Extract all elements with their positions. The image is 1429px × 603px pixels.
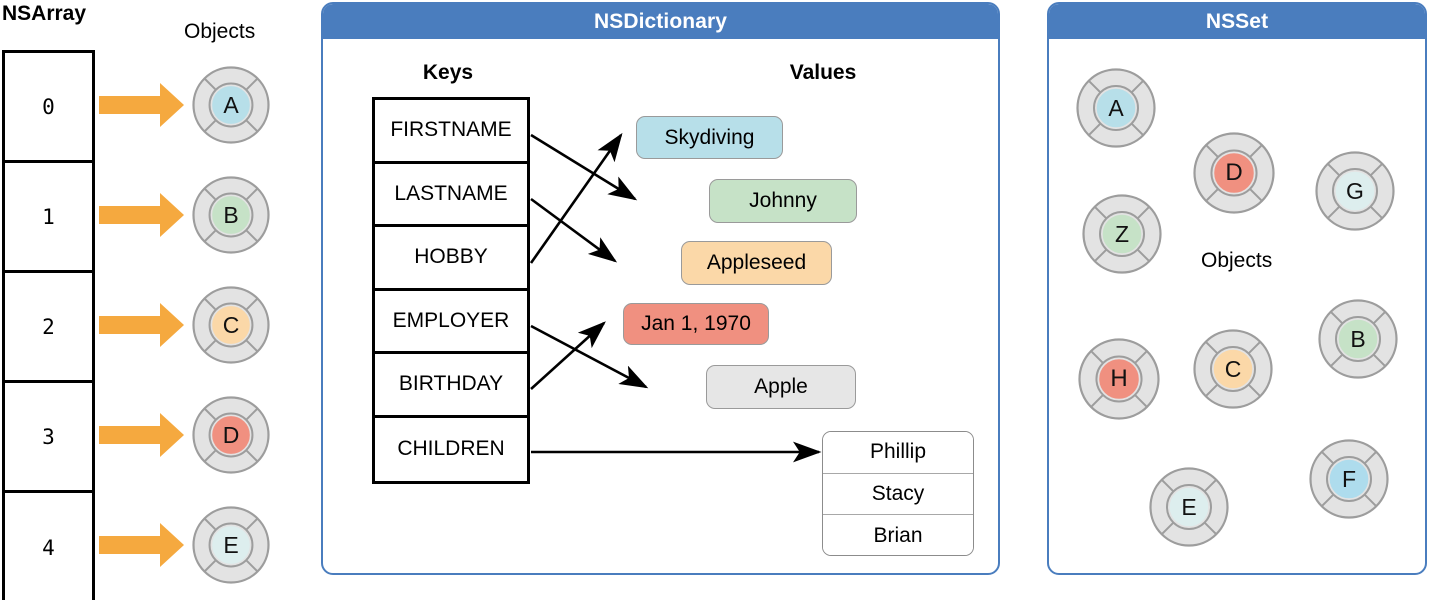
arrow-birthday-to-date [530,321,606,390]
arrow-hobby-to-skydiving [529,132,623,264]
object-icon-b: B [1318,299,1398,379]
dictionary-value-pill[interactable]: Johnny [709,179,857,223]
array-index-cell[interactable]: 1 [5,163,92,273]
object-icon-z: Z [1082,194,1162,274]
object-icon-d: D [1193,132,1275,214]
object-icon-a: A [1076,68,1156,148]
dictionary-value-pill[interactable]: Skydiving [636,116,783,159]
dictionary-key-cell[interactable]: BIRTHDAY [375,354,527,418]
array-arrow [99,523,184,567]
array-index-cell[interactable]: 4 [5,493,92,603]
array-arrow [99,83,184,127]
dictionary-key-cell[interactable]: CHILDREN [375,417,527,481]
object-icon-c: C [192,286,270,364]
nsset-header: NSSet [1049,4,1425,39]
array-index-cell[interactable]: 0 [5,53,92,163]
object-icon-g: G [1315,151,1395,231]
arrow-firstname-to-johnny [530,133,638,201]
object-icon-h: H [1078,338,1160,420]
nsarray-title: NSArray [2,2,87,25]
object-icon-d: D [192,396,270,474]
array-index-cell[interactable]: 3 [5,383,92,493]
object-icon-e: E [192,506,270,584]
array-arrow [99,303,184,347]
dictionary-key-cell[interactable]: FIRSTNAME [375,100,527,164]
dictionary-value-pill[interactable]: Apple [706,365,856,409]
dictionary-key-cell[interactable]: LASTNAME [375,163,527,227]
children-list-row[interactable]: Phillip [823,432,973,474]
dictionary-key-cell[interactable]: HOBBY [375,227,527,291]
array-arrow [99,193,184,237]
nsset-objects-label: Objects [1201,249,1273,272]
children-list-row[interactable]: Brian [823,515,973,555]
keys-heading: Keys [422,61,474,84]
arrow-lastname-to-appleseed [530,197,618,263]
object-icon-f: F [1309,439,1389,519]
nsarray-objects-label: Objects [184,20,256,43]
object-icon-a: A [192,66,270,144]
array-index-cell[interactable]: 2 [5,273,92,383]
children-list-row[interactable]: Stacy [823,473,973,516]
object-icon-b: B [192,176,270,254]
array-arrow [99,413,184,457]
values-heading: Values [789,61,857,84]
dictionary-value-pill[interactable]: Appleseed [681,241,832,285]
dictionary-value-pill[interactable]: Jan 1, 1970 [623,303,769,345]
dictionary-key-cell[interactable]: EMPLOYER [375,290,527,354]
object-icon-e: E [1149,467,1229,547]
object-icon-c: C [1193,329,1273,409]
nsdictionary-header: NSDictionary [323,4,998,39]
